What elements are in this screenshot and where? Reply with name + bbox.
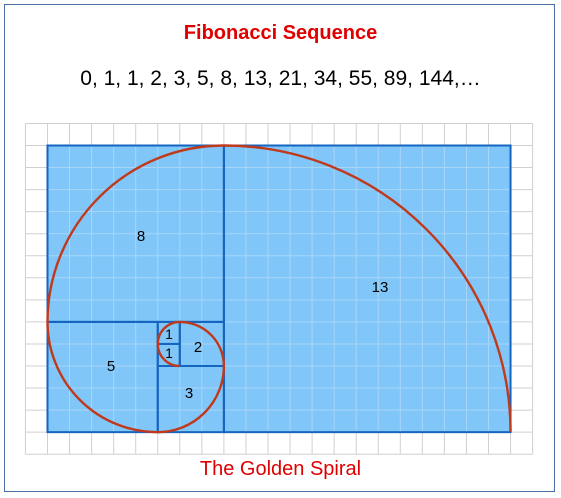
rectangle-grid [47,145,511,433]
square-label-1-bottom: 1 [165,345,173,361]
page-title: Fibonacci Sequence [183,22,378,44]
square-label-3: 3 [185,385,193,402]
square-1-bottom [156,342,181,368]
diagram-caption: The Golden Spiral [199,458,362,480]
golden-spiral [46,144,512,434]
square-label-8: 8 [137,228,145,245]
square-label-5: 5 [107,358,115,375]
square-label-1-top: 1 [165,326,173,342]
golden-rectangle [47,145,512,432]
square-label-2: 2 [194,339,202,356]
fibonacci-squares [46,144,512,434]
square-labels: 13 8 5 3 2 1 1 [107,228,389,402]
sequence-text: 0, 1, 1, 2, 3, 5, 8, 13, 21, 34, 55, 89,… [80,67,481,90]
square-label-13: 13 [372,279,389,296]
